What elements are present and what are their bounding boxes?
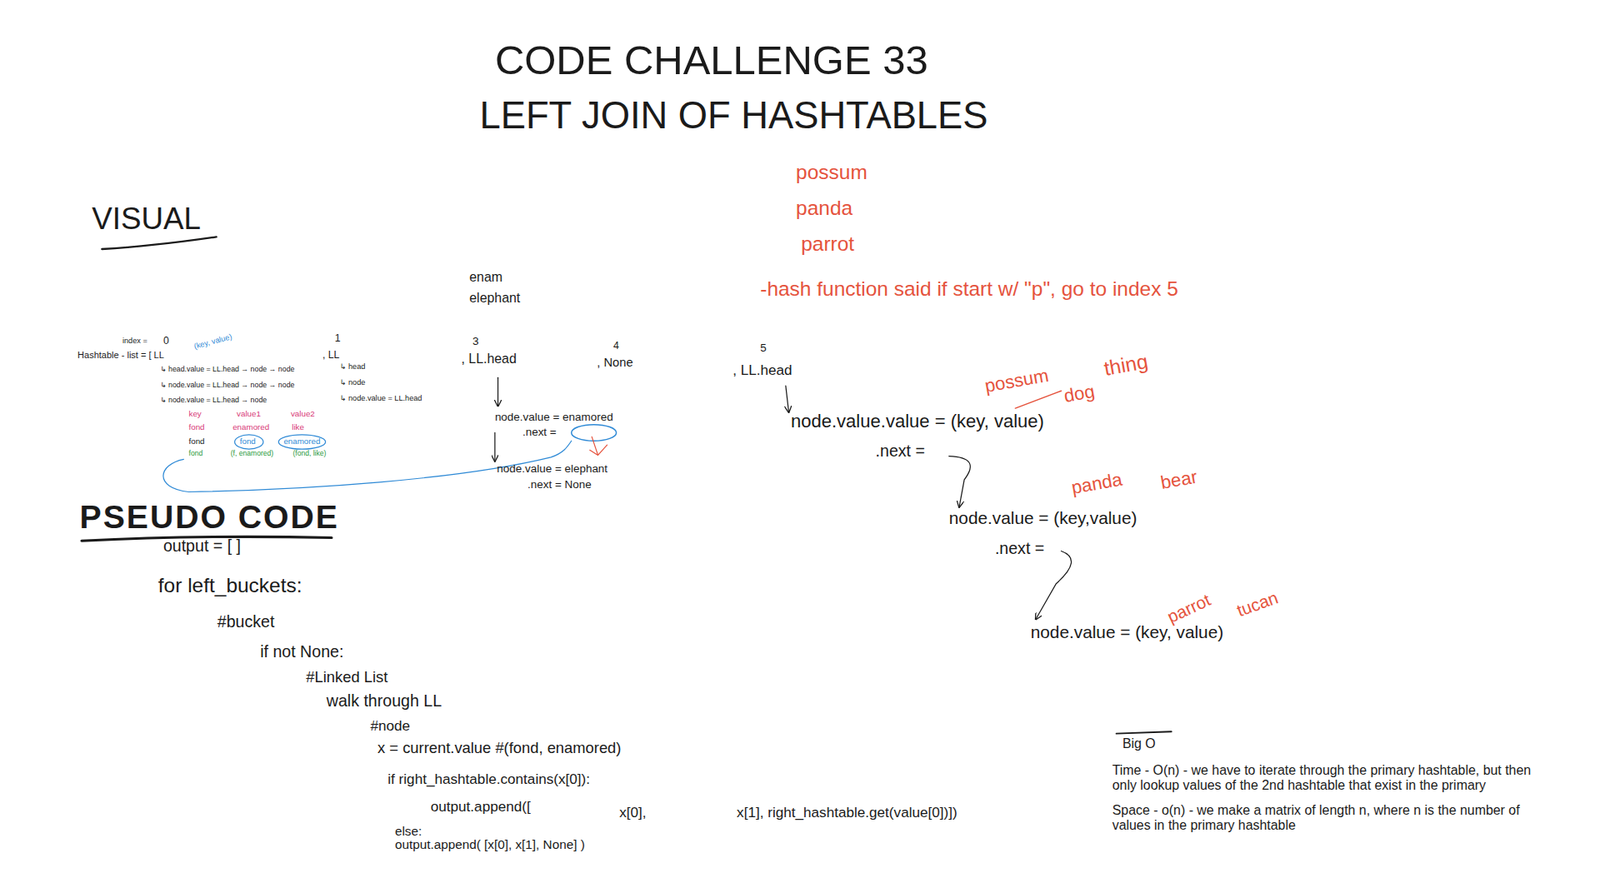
node-text: node.value = (key,value) bbox=[949, 508, 1138, 529]
list-text: Hashtable - list = [ LL bbox=[77, 350, 165, 361]
code-line: walk through LL bbox=[326, 691, 442, 711]
pointer-arrow bbox=[785, 385, 790, 413]
note-text: Space - o(n) - we make a matrix of lengt… bbox=[1112, 803, 1531, 835]
table-cell: enamored bbox=[283, 436, 320, 446]
note-text: parrot bbox=[1164, 590, 1214, 628]
node-text: .next = bbox=[995, 539, 1045, 559]
code-line: #node bbox=[370, 718, 410, 735]
table-cell: (fond, like) bbox=[292, 450, 326, 459]
note-text: bear bbox=[1159, 465, 1200, 494]
note-text: dog bbox=[1062, 380, 1097, 407]
section-heading: Big O bbox=[1122, 736, 1156, 752]
code-line: x[1], right_hashtable.get(value[0])]) bbox=[736, 805, 958, 822]
table-cell: fond bbox=[189, 436, 205, 446]
note-text: -hash function said if start w/ "p", go … bbox=[760, 277, 1179, 301]
node-text: .next = bbox=[875, 441, 925, 461]
note-text: (key, value) bbox=[192, 333, 233, 352]
node-text: node.value = (key, value) bbox=[1030, 622, 1224, 643]
note-text: elephant bbox=[469, 290, 520, 306]
list-text: ↳ node.value = LL.head → node bbox=[160, 395, 267, 405]
red-arrow bbox=[590, 436, 608, 455]
note-text: panda bbox=[795, 196, 853, 220]
code-line: #Linked List bbox=[305, 668, 388, 686]
pen-strokes bbox=[81, 236, 1172, 734]
node-text: node.value = elephant bbox=[496, 462, 608, 475]
code-line: output.append( [x[0], x[1], None] ) bbox=[395, 837, 585, 853]
code-line: for left_buckets: bbox=[158, 574, 303, 598]
note-text: panda bbox=[1070, 469, 1125, 500]
node-text: node.value = enamored bbox=[495, 410, 614, 424]
strike-line bbox=[1116, 731, 1172, 734]
code-line: #bucket bbox=[217, 612, 275, 632]
index-number: 0 bbox=[163, 335, 170, 347]
code-line: output.append([ bbox=[430, 799, 531, 816]
index-number: 1 bbox=[335, 332, 341, 345]
table-cell: enamored bbox=[232, 422, 270, 432]
code-line: x[0], bbox=[619, 805, 646, 822]
index-label: index = bbox=[122, 336, 148, 346]
underline bbox=[101, 236, 216, 250]
note-text: possum bbox=[982, 364, 1050, 396]
pointer-arrow bbox=[1035, 551, 1072, 620]
code-line: x = current.value #(fond, enamored) bbox=[377, 739, 621, 757]
index-number: 5 bbox=[760, 341, 766, 355]
note-text: tucan bbox=[1234, 588, 1281, 622]
circle-mark bbox=[278, 435, 325, 450]
table-cell: (f, enamored) bbox=[230, 450, 274, 459]
section-heading: VISUAL bbox=[91, 201, 201, 237]
pointer-arrow bbox=[949, 456, 971, 508]
list-text: ↳ head bbox=[340, 362, 366, 372]
code-line: if not None: bbox=[260, 642, 344, 662]
note-text: thing bbox=[1101, 350, 1150, 381]
node-text: node.value.value = (key, value) bbox=[790, 410, 1045, 432]
strike-line bbox=[1015, 390, 1061, 409]
table-cell: fond bbox=[189, 450, 204, 459]
node-text: .next = bbox=[522, 425, 557, 439]
table-cell: value1 bbox=[236, 409, 261, 419]
code-line: if right_hashtable.contains(x[0]): bbox=[387, 771, 590, 789]
table-cell: key bbox=[189, 409, 202, 419]
list-text: , LL.head bbox=[460, 351, 516, 367]
note-text: possum bbox=[795, 160, 868, 185]
list-text: , LL bbox=[322, 349, 340, 361]
index-number: 4 bbox=[613, 340, 620, 352]
list-text: , LL.head bbox=[732, 362, 792, 380]
pointer-arrow bbox=[497, 377, 499, 406]
table-cell: fond bbox=[189, 422, 205, 432]
list-text: ↳ node.value = LL.head → node → node bbox=[160, 380, 295, 390]
list-text: ↳ node bbox=[340, 378, 366, 388]
note-text: Time - O(n) - we have to iterate through… bbox=[1112, 763, 1536, 795]
circle-mark bbox=[571, 425, 617, 442]
list-text: ↳ head.value = LL.head → node → node bbox=[160, 365, 295, 374]
code-line: else: bbox=[395, 824, 422, 840]
pointer-arrow bbox=[494, 432, 495, 461]
table-cell: value2 bbox=[290, 409, 315, 419]
section-heading: PSEUDO CODE bbox=[80, 498, 340, 536]
note-text: enam bbox=[469, 270, 503, 285]
heading: LEFT JOIN OF HASHTABLES bbox=[480, 94, 989, 138]
node-text: .next = None bbox=[527, 478, 592, 491]
list-text: , None bbox=[596, 355, 633, 370]
table-cell: fond bbox=[240, 436, 256, 446]
circle-mark bbox=[235, 435, 264, 450]
table-cell: like bbox=[291, 422, 305, 432]
heading: CODE CHALLENGE 33 bbox=[495, 36, 929, 84]
code-line: output = [ ] bbox=[163, 536, 241, 556]
index-number: 3 bbox=[472, 335, 479, 348]
note-text: parrot bbox=[800, 232, 855, 256]
list-text: ↳ node.value = LL.head bbox=[340, 394, 423, 404]
